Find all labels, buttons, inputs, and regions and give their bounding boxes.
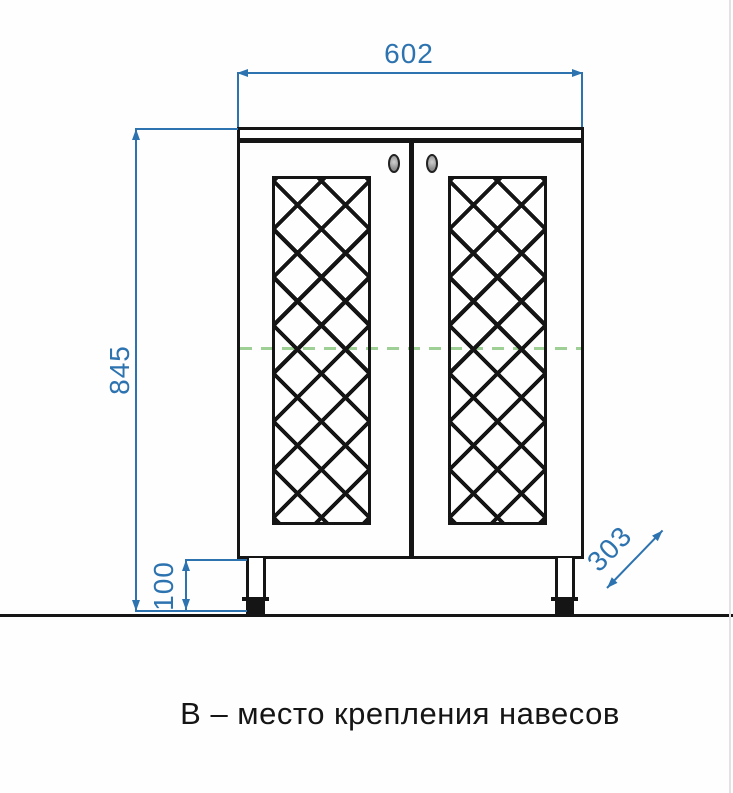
dimension-height-extension-top [135, 128, 238, 130]
right-foot-plate [551, 597, 578, 601]
left-adjustable-foot [246, 601, 265, 614]
arrowhead-left-icon [604, 577, 618, 591]
dimension-leg-height-extension [185, 559, 247, 561]
door-divider-line [409, 143, 414, 556]
dimension-leg-height-label: 100 [148, 561, 179, 611]
dimension-height-extension-floor [135, 610, 247, 612]
arrowhead-right-icon [572, 69, 583, 77]
dimension-height-line [135, 129, 137, 612]
arrowhead-down-icon [182, 599, 190, 610]
dimension-width-line [237, 72, 583, 74]
dimension-width-extension-right [581, 73, 583, 127]
cabinet-outline [237, 127, 584, 559]
dimension-leg-height-line [185, 560, 187, 610]
right-door-keyhole-icon [426, 154, 438, 173]
left-door-lattice-panel [272, 176, 371, 525]
arrowhead-down-icon [132, 600, 140, 611]
arrowhead-up-icon [132, 129, 140, 140]
cabinet-top-panel-line [240, 138, 581, 143]
arrowhead-up-icon [182, 560, 190, 571]
drawing-caption: В – место крепления навесов [180, 696, 620, 731]
left-foot-plate [242, 597, 269, 601]
right-leg [555, 558, 575, 598]
left-leg [246, 558, 266, 598]
right-adjustable-foot [555, 601, 574, 614]
page-edge-line [729, 0, 731, 793]
dimension-width-extension-left [237, 73, 239, 127]
arrowhead-left-icon [237, 69, 248, 77]
right-door-lattice-panel [448, 176, 547, 525]
dimension-height-label: 845 [104, 345, 135, 395]
dimension-depth-line: 303 [581, 520, 666, 591]
dimension-width-label: 602 [384, 38, 434, 69]
arrowhead-right-icon [652, 527, 666, 542]
ground-line [0, 614, 733, 617]
left-door-keyhole-icon [388, 154, 400, 173]
